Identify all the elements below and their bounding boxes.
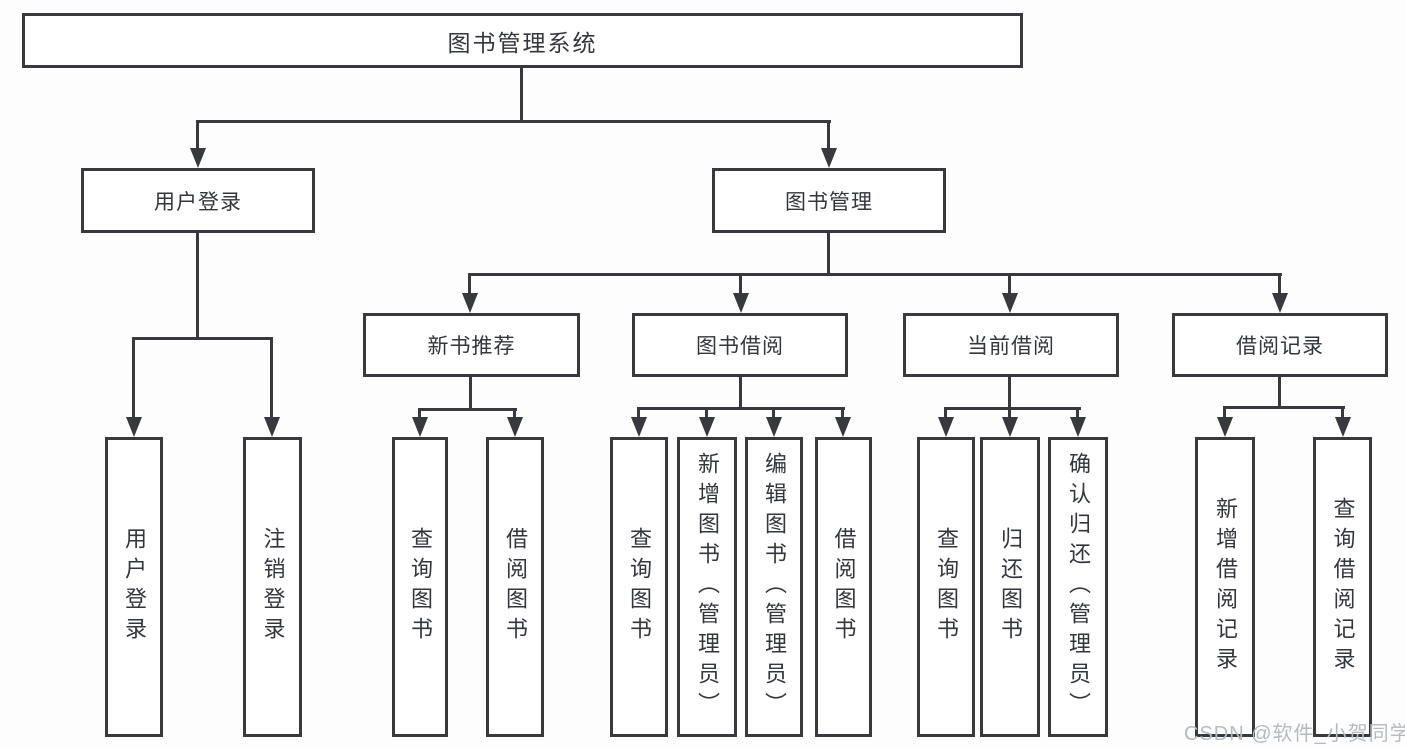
connector-line <box>418 408 421 419</box>
node-book-management-label: 图书管理 <box>785 190 873 214</box>
node-new-book-recommend-label: 新书推荐 <box>427 335 516 358</box>
connector-line <box>944 407 947 419</box>
connector-line <box>196 120 831 123</box>
connector-line <box>1008 407 1011 419</box>
leaf-borrow-query-book-label: 查询图书 <box>627 527 652 647</box>
connector-line <box>1341 406 1344 419</box>
arrow-down-icon <box>126 417 142 437</box>
leaf-record-query-borrow-record-label: 查询借阅记录 <box>1330 497 1356 677</box>
connector-line <box>944 407 1081 410</box>
leaf-current-query-book: 查询图书 <box>917 437 975 737</box>
arrow-down-icon <box>507 417 523 437</box>
connector-line <box>468 273 471 295</box>
leaf-recommend-query-book: 查询图书 <box>392 437 448 737</box>
leaf-current-return-book-label: 归还图书 <box>998 527 1023 647</box>
leaf-borrow-borrow-book: 借阅图书 <box>815 437 872 737</box>
arrow-down-icon <box>412 417 428 437</box>
connector-line <box>132 337 273 340</box>
connector-line <box>196 120 199 150</box>
connector-line <box>469 377 472 411</box>
node-root: 图书管理系统 <box>22 13 1023 68</box>
connector-line <box>1223 406 1226 419</box>
arrow-down-icon <box>766 417 782 437</box>
connector-line <box>827 233 830 276</box>
leaf-current-return-book: 归还图书 <box>980 437 1040 737</box>
connector-line <box>418 408 517 411</box>
leaf-borrow-add-book-admin-label: 新增图书（管理员） <box>695 452 720 722</box>
leaf-borrow-add-book-admin: 新增图书（管理员） <box>677 437 737 737</box>
connector-line <box>1278 273 1281 295</box>
node-borrow-record: 借阅记录 <box>1172 313 1388 377</box>
leaf-borrow-edit-book-admin-label: 编辑图书（管理员） <box>762 452 787 722</box>
connector-line <box>705 407 708 419</box>
connector-line <box>841 407 844 419</box>
leaf-record-query-borrow-record: 查询借阅记录 <box>1313 437 1372 737</box>
arrow-down-icon <box>1002 293 1018 313</box>
connector-line <box>468 273 1282 276</box>
arrow-down-icon <box>1002 417 1018 437</box>
arrow-down-icon <box>699 417 715 437</box>
arrow-down-icon <box>821 148 837 168</box>
arrow-down-icon <box>1272 293 1288 313</box>
leaf-user-login-label: 用户登录 <box>122 527 147 647</box>
arrow-down-icon <box>1217 417 1233 437</box>
connector-line <box>1008 273 1011 295</box>
leaf-record-add-borrow-record-label: 新增借阅记录 <box>1213 497 1238 677</box>
connector-line <box>1278 377 1281 409</box>
node-borrow-record-label: 借阅记录 <box>1236 335 1324 358</box>
node-book-borrow: 图书借阅 <box>632 313 848 377</box>
leaf-borrow-query-book: 查询图书 <box>610 437 668 737</box>
connector-line <box>1076 407 1079 419</box>
leaf-recommend-borrow-book-label: 借阅图书 <box>503 527 528 647</box>
node-user-login-label: 用户登录 <box>154 190 242 214</box>
node-new-book-recommend: 新书推荐 <box>363 313 580 377</box>
leaf-borrow-edit-book-admin: 编辑图书（管理员） <box>745 437 803 737</box>
connector-line <box>637 407 640 419</box>
connector-line <box>520 68 523 123</box>
leaf-logout-login-label: 注销登录 <box>260 527 286 647</box>
connector-line <box>1223 406 1345 409</box>
arrow-down-icon <box>1070 417 1086 437</box>
node-root-label: 图书管理系统 <box>447 29 598 56</box>
connector-line <box>772 407 775 419</box>
leaf-recommend-query-book-label: 查询图书 <box>408 527 433 647</box>
arrow-down-icon <box>733 293 749 313</box>
node-current-borrow-label: 当前借阅 <box>967 335 1055 358</box>
arrow-down-icon <box>631 417 647 437</box>
node-user-login: 用户登录 <box>81 168 315 233</box>
node-current-borrow: 当前借阅 <box>903 313 1119 377</box>
leaf-record-add-borrow-record: 新增借阅记录 <box>1195 437 1255 737</box>
connector-line <box>739 273 742 295</box>
connector-line <box>637 407 845 410</box>
node-book-management: 图书管理 <box>712 168 946 233</box>
arrow-down-icon <box>462 293 478 313</box>
leaf-user-login: 用户登录 <box>105 437 163 737</box>
connector-line <box>1008 377 1011 410</box>
connector-line <box>196 233 199 340</box>
arrow-down-icon <box>190 148 206 168</box>
leaf-current-confirm-return-admin: 确认归还（管理员） <box>1048 437 1108 737</box>
connector-line <box>513 408 516 419</box>
watermark: CSDN @软件_小贺同学 <box>1184 723 1405 745</box>
arrow-down-icon <box>1335 417 1351 437</box>
leaf-logout-login: 注销登录 <box>243 437 302 737</box>
node-book-borrow-label: 图书借阅 <box>696 335 784 358</box>
leaf-current-query-book-label: 查询图书 <box>934 527 959 647</box>
arrow-down-icon <box>835 417 851 437</box>
leaf-borrow-borrow-book-label: 借阅图书 <box>831 527 857 647</box>
leaf-recommend-borrow-book: 借阅图书 <box>486 437 544 737</box>
connector-line <box>739 377 742 410</box>
arrow-down-icon <box>264 417 280 437</box>
arrow-down-icon <box>938 417 954 437</box>
leaf-current-confirm-return-admin-label: 确认归还（管理员） <box>1066 452 1091 722</box>
connector-line <box>132 337 135 419</box>
connector-line <box>270 337 273 419</box>
connector-line <box>827 120 830 150</box>
